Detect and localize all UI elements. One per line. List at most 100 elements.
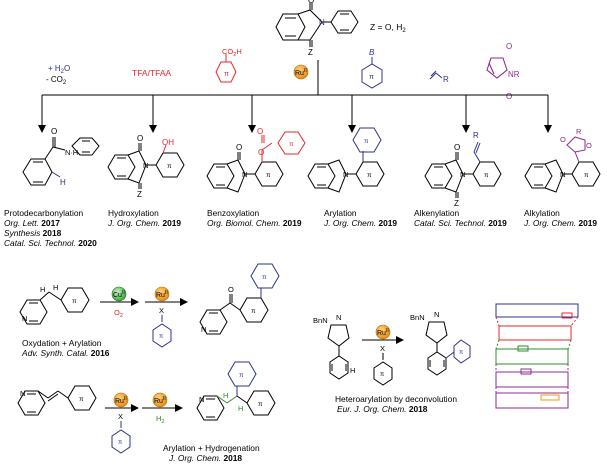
ox-product-o: O xyxy=(228,285,234,294)
p6-oxygen-left: O xyxy=(560,135,566,144)
hy-pi-blue: π xyxy=(118,440,122,446)
deconvolution-graphic xyxy=(495,303,579,409)
arylboron-reagent xyxy=(361,57,383,89)
triazole-substrate xyxy=(327,324,350,380)
triazole-n-sm: N xyxy=(336,313,341,322)
co2h-label: CO2H xyxy=(222,47,242,58)
ox-pi: π xyxy=(72,298,77,305)
p2-z: Z xyxy=(137,190,142,199)
hy-aryl-reagent xyxy=(111,429,131,454)
p2-oh: OH xyxy=(162,138,174,147)
ruthenium-catalyst-icon xyxy=(152,392,168,408)
h2-label: H2 xyxy=(156,414,164,425)
ox-x-label: X xyxy=(159,306,164,315)
caption-protodecarbonylation: Protodecarbonylation Org. Lett. 2017 Syn… xyxy=(4,208,97,248)
p2-oxygen: O xyxy=(137,134,143,143)
p3-carbonyl-o: O xyxy=(257,127,263,136)
z-note: Z = O, H2 xyxy=(370,22,406,34)
p5-r: R xyxy=(473,131,479,140)
p5-oxygen: O xyxy=(454,143,460,152)
hy-product-h2: H xyxy=(238,404,243,413)
o2-label: O2 xyxy=(114,308,123,319)
p1-h: H xyxy=(60,178,66,187)
oxydation-substrate xyxy=(19,287,90,325)
benzoic-acid-reagent xyxy=(215,54,237,83)
cond-tfa: TFA/TFAA xyxy=(132,68,172,78)
product-arylation xyxy=(307,127,385,193)
product-hydroxylation xyxy=(107,143,185,189)
het-pi: π xyxy=(380,372,384,378)
caption-oxydation: Oxydation + Arylation Adv. Synth. Catal.… xyxy=(22,338,110,358)
ruthenium-catalyst-icon xyxy=(293,64,309,80)
caption-hydroxylation: Hydroxylation J. Org. Chem. 2019 xyxy=(108,208,182,228)
product-benzoxylation xyxy=(206,131,306,193)
sm-nitrogen-label: N xyxy=(319,18,325,27)
p3-pi: π xyxy=(266,172,271,179)
p3-pi-red: π xyxy=(289,141,294,148)
hydrogenation-product xyxy=(196,361,276,421)
ru-label-het: RuII xyxy=(377,328,389,337)
product-alkylation xyxy=(524,136,601,193)
ox-aryl-reagent xyxy=(152,323,172,348)
p6-pi: π xyxy=(584,172,589,179)
p4-nitrogen: N xyxy=(343,170,348,179)
hy-x-label: X xyxy=(118,412,123,421)
hy-n: N xyxy=(20,389,25,398)
p2-nitrogen: N xyxy=(143,161,148,170)
ru-label-ox: RuII xyxy=(156,290,168,299)
caption-hydrogenation: Arylation + Hydrogenation J. Org. Chem. … xyxy=(163,443,260,463)
heteroarylation-product xyxy=(425,321,471,376)
pi-label: π xyxy=(224,71,229,78)
p6-nitrogen: N xyxy=(560,170,565,179)
het-aryl-reagent xyxy=(373,361,393,386)
starting-material xyxy=(275,3,359,47)
p4-pi: π xyxy=(367,172,372,179)
alkene-reagent xyxy=(429,70,443,80)
p2-pi: π xyxy=(167,163,172,170)
p6-oxygen: O xyxy=(586,141,592,150)
triazole-h: H xyxy=(350,366,355,375)
sm-z-label: Z xyxy=(308,48,313,57)
hy-product-pi-blue: π xyxy=(239,372,244,379)
sm-oxygen-label: O xyxy=(308,0,314,5)
p6-r: R xyxy=(576,127,582,136)
pi-label: π xyxy=(369,74,374,81)
copper-catalyst-icon xyxy=(111,286,127,302)
triazole-n-prod: N xyxy=(434,310,439,319)
cond-water: + H2O xyxy=(48,64,70,75)
hy-product-n: N xyxy=(199,395,204,404)
caption-heteroarylation: Heteroarylation by deconvolution Eur. J.… xyxy=(335,394,457,414)
p3-ester-o: O xyxy=(258,148,264,157)
hy-pi: π xyxy=(79,396,84,403)
ox-pi-blue: π xyxy=(159,334,163,340)
ox-n: N xyxy=(22,314,27,323)
product-benzanilide xyxy=(22,137,100,186)
cond-co2: - CO2 xyxy=(46,75,67,86)
hy-product-h1: H xyxy=(223,391,228,400)
p5-z: Z xyxy=(454,199,459,208)
ox-product-pi: π xyxy=(251,308,256,315)
maleimide-reagent xyxy=(486,57,508,79)
product-alkenylation xyxy=(424,141,502,198)
maleimide-nr: NR xyxy=(508,70,520,79)
cu-label: CuII xyxy=(113,290,125,299)
ruthenium-catalyst-icon xyxy=(154,286,170,302)
het-product-pi: π xyxy=(459,350,463,356)
het-x-label: X xyxy=(380,344,385,353)
p3-nitrogen: N xyxy=(242,170,247,179)
ru-label-hy1: RuII xyxy=(115,396,127,405)
hy-product-pi: π xyxy=(258,401,263,408)
caption-benzoxylation: Benzoxylation Org. Biomol. Chem. 2019 xyxy=(207,208,302,228)
p4-pi-blue: π xyxy=(364,138,369,145)
alkene-r-label: R xyxy=(443,75,449,84)
p5-pi: π xyxy=(484,172,489,179)
caption-alkenylation: Alkenylation Catal. Sci. Technol. 2019 xyxy=(414,208,507,228)
caption-arylation: Arylation J. Org. Chem. 2019 xyxy=(324,208,398,228)
p5-nitrogen: N xyxy=(460,170,465,179)
ox-product-pi-blue: π xyxy=(262,274,267,281)
boron-label: B xyxy=(369,48,375,57)
ruthenium-catalyst-icon xyxy=(113,392,129,408)
p1-nh: N·H xyxy=(65,148,78,157)
oxydation-product xyxy=(199,263,280,335)
